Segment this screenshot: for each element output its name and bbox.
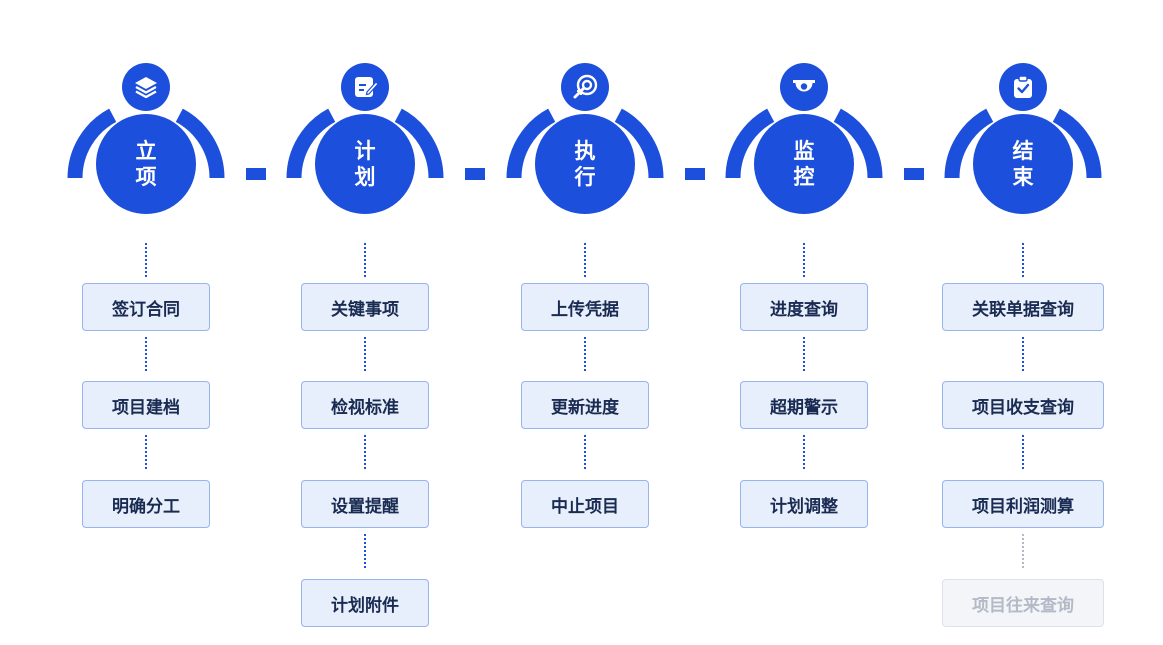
phase-title-line1: 计: [354, 139, 376, 163]
task-box[interactable]: 计划附件: [301, 579, 429, 627]
edit-document-icon: [341, 63, 389, 111]
phase-column: 监控进度查询超期警示计划调整: [719, 0, 889, 645]
vertical-dotted-connector: [364, 534, 366, 568]
vertical-dotted-connector: [803, 243, 805, 277]
phase-column: 结束关联单据查询项目收支查询项目利润测算项目往来查询: [938, 0, 1108, 645]
connector-dash: [245, 168, 266, 180]
vertical-dotted-connector: [145, 243, 147, 277]
phase-arc-left: [725, 108, 775, 179]
phase-title-line1: 立: [135, 139, 157, 163]
vertical-dotted-connector: [145, 435, 147, 469]
phase-title-line2: 划: [354, 165, 376, 189]
vertical-dotted-connector: [364, 435, 366, 469]
connector-dash: [465, 168, 485, 180]
task-box[interactable]: 项目收支查询: [942, 381, 1104, 429]
clipboard-check-icon: [999, 63, 1047, 111]
phase-icon-badge: [991, 55, 1055, 119]
rocket-target-icon: [561, 63, 609, 111]
vertical-dotted-connector: [1022, 337, 1024, 371]
phase-arc-left: [506, 108, 556, 179]
task-box[interactable]: 项目往来查询: [942, 579, 1104, 627]
phase-title-line2: 行: [574, 165, 596, 189]
task-box[interactable]: 更新进度: [521, 381, 649, 429]
vertical-dotted-connector: [364, 337, 366, 371]
phase-icon-badge: [114, 55, 178, 119]
vertical-dotted-connector: [803, 337, 805, 371]
vertical-dotted-connector: [803, 435, 805, 469]
task-box[interactable]: 计划调整: [740, 480, 868, 528]
phase-icon-badge: [333, 55, 397, 119]
vertical-dotted-connector: [364, 243, 366, 277]
task-box[interactable]: 关联单据查询: [942, 283, 1104, 331]
phase-title-circle: 计划: [315, 114, 415, 214]
vertical-dotted-connector: [584, 435, 586, 469]
phase-title-line1: 执: [574, 139, 596, 163]
task-box[interactable]: 项目建档: [82, 381, 210, 429]
task-box[interactable]: 项目利润测算: [942, 480, 1104, 528]
monitor-camera-icon: [780, 63, 828, 111]
phase-column: 立项签订合同项目建档明确分工: [61, 0, 231, 645]
connector-dash: [903, 168, 924, 180]
phase-arc-right: [1052, 108, 1102, 179]
phase-title-line2: 控: [793, 165, 815, 189]
phase-arc-left: [944, 108, 994, 179]
vertical-dotted-connector: [1022, 243, 1024, 277]
task-box[interactable]: 超期警示: [740, 381, 868, 429]
vertical-dotted-connector: [1022, 435, 1024, 469]
phase-icon-badge: [553, 55, 617, 119]
phase-icon-badge: [772, 55, 836, 119]
vertical-dotted-connector: [145, 337, 147, 371]
connector-dash: [684, 168, 705, 180]
vertical-dotted-connector: [584, 243, 586, 277]
phase-arc-right: [833, 108, 883, 179]
phase-title-line2: 项: [135, 165, 157, 189]
phase-title-line2: 束: [1012, 165, 1034, 189]
phase-arc-right: [394, 108, 444, 179]
phase-title-circle: 执行: [535, 114, 635, 214]
task-box[interactable]: 检视标准: [301, 381, 429, 429]
phase-arc-right: [175, 108, 225, 179]
phase-title-circle: 监控: [754, 114, 854, 214]
stack-layers-icon: [122, 63, 170, 111]
phase-title-circle: 结束: [973, 114, 1073, 214]
phase-arc-left: [286, 108, 336, 179]
phase-title-line1: 结: [1012, 139, 1034, 163]
task-box[interactable]: 设置提醒: [301, 480, 429, 528]
task-box[interactable]: 关键事项: [301, 283, 429, 331]
vertical-dotted-connector: [584, 337, 586, 371]
phase-title-circle: 立项: [96, 114, 196, 214]
phase-arc-right: [614, 108, 664, 179]
vertical-dotted-connector: [1022, 534, 1024, 568]
task-box[interactable]: 上传凭据: [521, 283, 649, 331]
task-box[interactable]: 明确分工: [82, 480, 210, 528]
task-box[interactable]: 签订合同: [82, 283, 210, 331]
phase-column: 执行上传凭据更新进度中止项目: [500, 0, 670, 645]
phase-column: 计划关键事项检视标准设置提醒计划附件: [280, 0, 450, 645]
phase-arc-left: [67, 108, 117, 179]
phase-title-line1: 监: [793, 139, 815, 163]
task-box[interactable]: 进度查询: [740, 283, 868, 331]
task-box[interactable]: 中止项目: [521, 480, 649, 528]
